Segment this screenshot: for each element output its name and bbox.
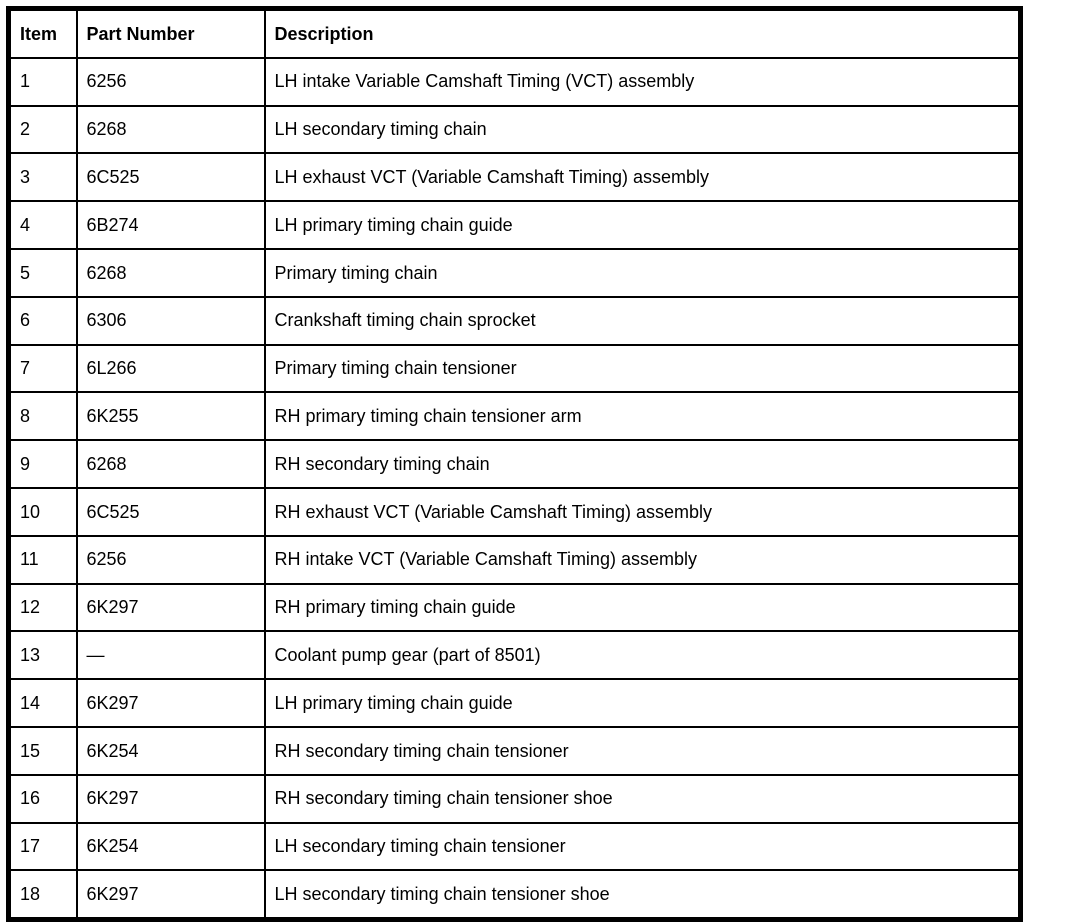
cell-description: RH secondary timing chain	[263, 439, 1022, 489]
cell-item: 1	[7, 56, 78, 107]
table-header-row: Item Part Number Description	[7, 7, 1022, 59]
cell-item: 7	[7, 343, 78, 394]
cell-part-number: 6268	[75, 247, 266, 298]
cell-item: 17	[7, 821, 78, 872]
cell-description: LH exhaust VCT (Variable Camshaft Timing…	[263, 152, 1022, 203]
cell-part-number: 6C525	[75, 486, 266, 537]
cell-item: 6	[7, 295, 78, 346]
column-header-part-number: Part Number	[75, 7, 266, 59]
cell-description: RH primary timing chain guide	[263, 582, 1022, 633]
cell-item: 11	[7, 534, 78, 585]
cell-part-number: 6L266	[75, 343, 266, 394]
cell-part-number: 6K255	[75, 391, 266, 442]
cell-part-number: 6K254	[75, 821, 266, 872]
cell-part-number: —	[75, 630, 266, 681]
cell-description: RH exhaust VCT (Variable Camshaft Timing…	[263, 486, 1022, 537]
cell-description: LH secondary timing chain	[263, 104, 1022, 155]
cell-item: 4	[7, 200, 78, 250]
cell-part-number: 6268	[75, 104, 266, 155]
cell-part-number: 6K297	[75, 582, 266, 633]
cell-part-number: 6256	[75, 534, 266, 585]
cell-description: Coolant pump gear (part of 8501)	[263, 630, 1022, 681]
cell-description: Primary timing chain tensioner	[263, 343, 1022, 394]
cell-description: LH primary timing chain guide	[263, 678, 1022, 728]
cell-part-number: 6K254	[75, 725, 266, 776]
cell-description: RH intake VCT (Variable Camshaft Timing)…	[263, 534, 1022, 585]
cell-part-number: 6C525	[75, 152, 266, 203]
cell-description: RH secondary timing chain tensioner shoe	[263, 773, 1022, 824]
cell-item: 16	[7, 773, 78, 824]
column-header-description: Description	[263, 7, 1022, 59]
cell-description: LH primary timing chain guide	[263, 200, 1022, 250]
cell-item: 9	[7, 439, 78, 489]
cell-description: RH primary timing chain tensioner arm	[263, 391, 1022, 442]
cell-item: 12	[7, 582, 78, 633]
cell-description: RH secondary timing chain tensioner	[263, 725, 1022, 776]
cell-description: LH secondary timing chain tensioner shoe	[263, 869, 1022, 921]
cell-part-number: 6K297	[75, 678, 266, 728]
cell-part-number: 6B274	[75, 200, 266, 250]
cell-part-number: 6268	[75, 439, 266, 489]
cell-item: 13	[7, 630, 78, 681]
column-header-item: Item	[7, 7, 78, 59]
cell-item: 5	[7, 247, 78, 298]
cell-part-number: 6306	[75, 295, 266, 346]
cell-item: 10	[7, 486, 78, 537]
cell-part-number: 6256	[75, 56, 266, 107]
cell-description: Crankshaft timing chain sprocket	[263, 295, 1022, 346]
cell-item: 8	[7, 391, 78, 442]
cell-item: 3	[7, 152, 78, 203]
cell-description: Primary timing chain	[263, 247, 1022, 298]
cell-item: 14	[7, 678, 78, 728]
table-row: 13—Coolant pump gear (part of 8501)	[7, 630, 1022, 681]
cell-part-number: 6K297	[75, 869, 266, 921]
cell-description: LH intake Variable Camshaft Timing (VCT)…	[263, 56, 1022, 107]
cell-part-number: 6K297	[75, 773, 266, 824]
cell-item: 18	[7, 869, 78, 921]
cell-item: 15	[7, 725, 78, 776]
cell-description: LH secondary timing chain tensioner	[263, 821, 1022, 872]
cell-item: 2	[7, 104, 78, 155]
